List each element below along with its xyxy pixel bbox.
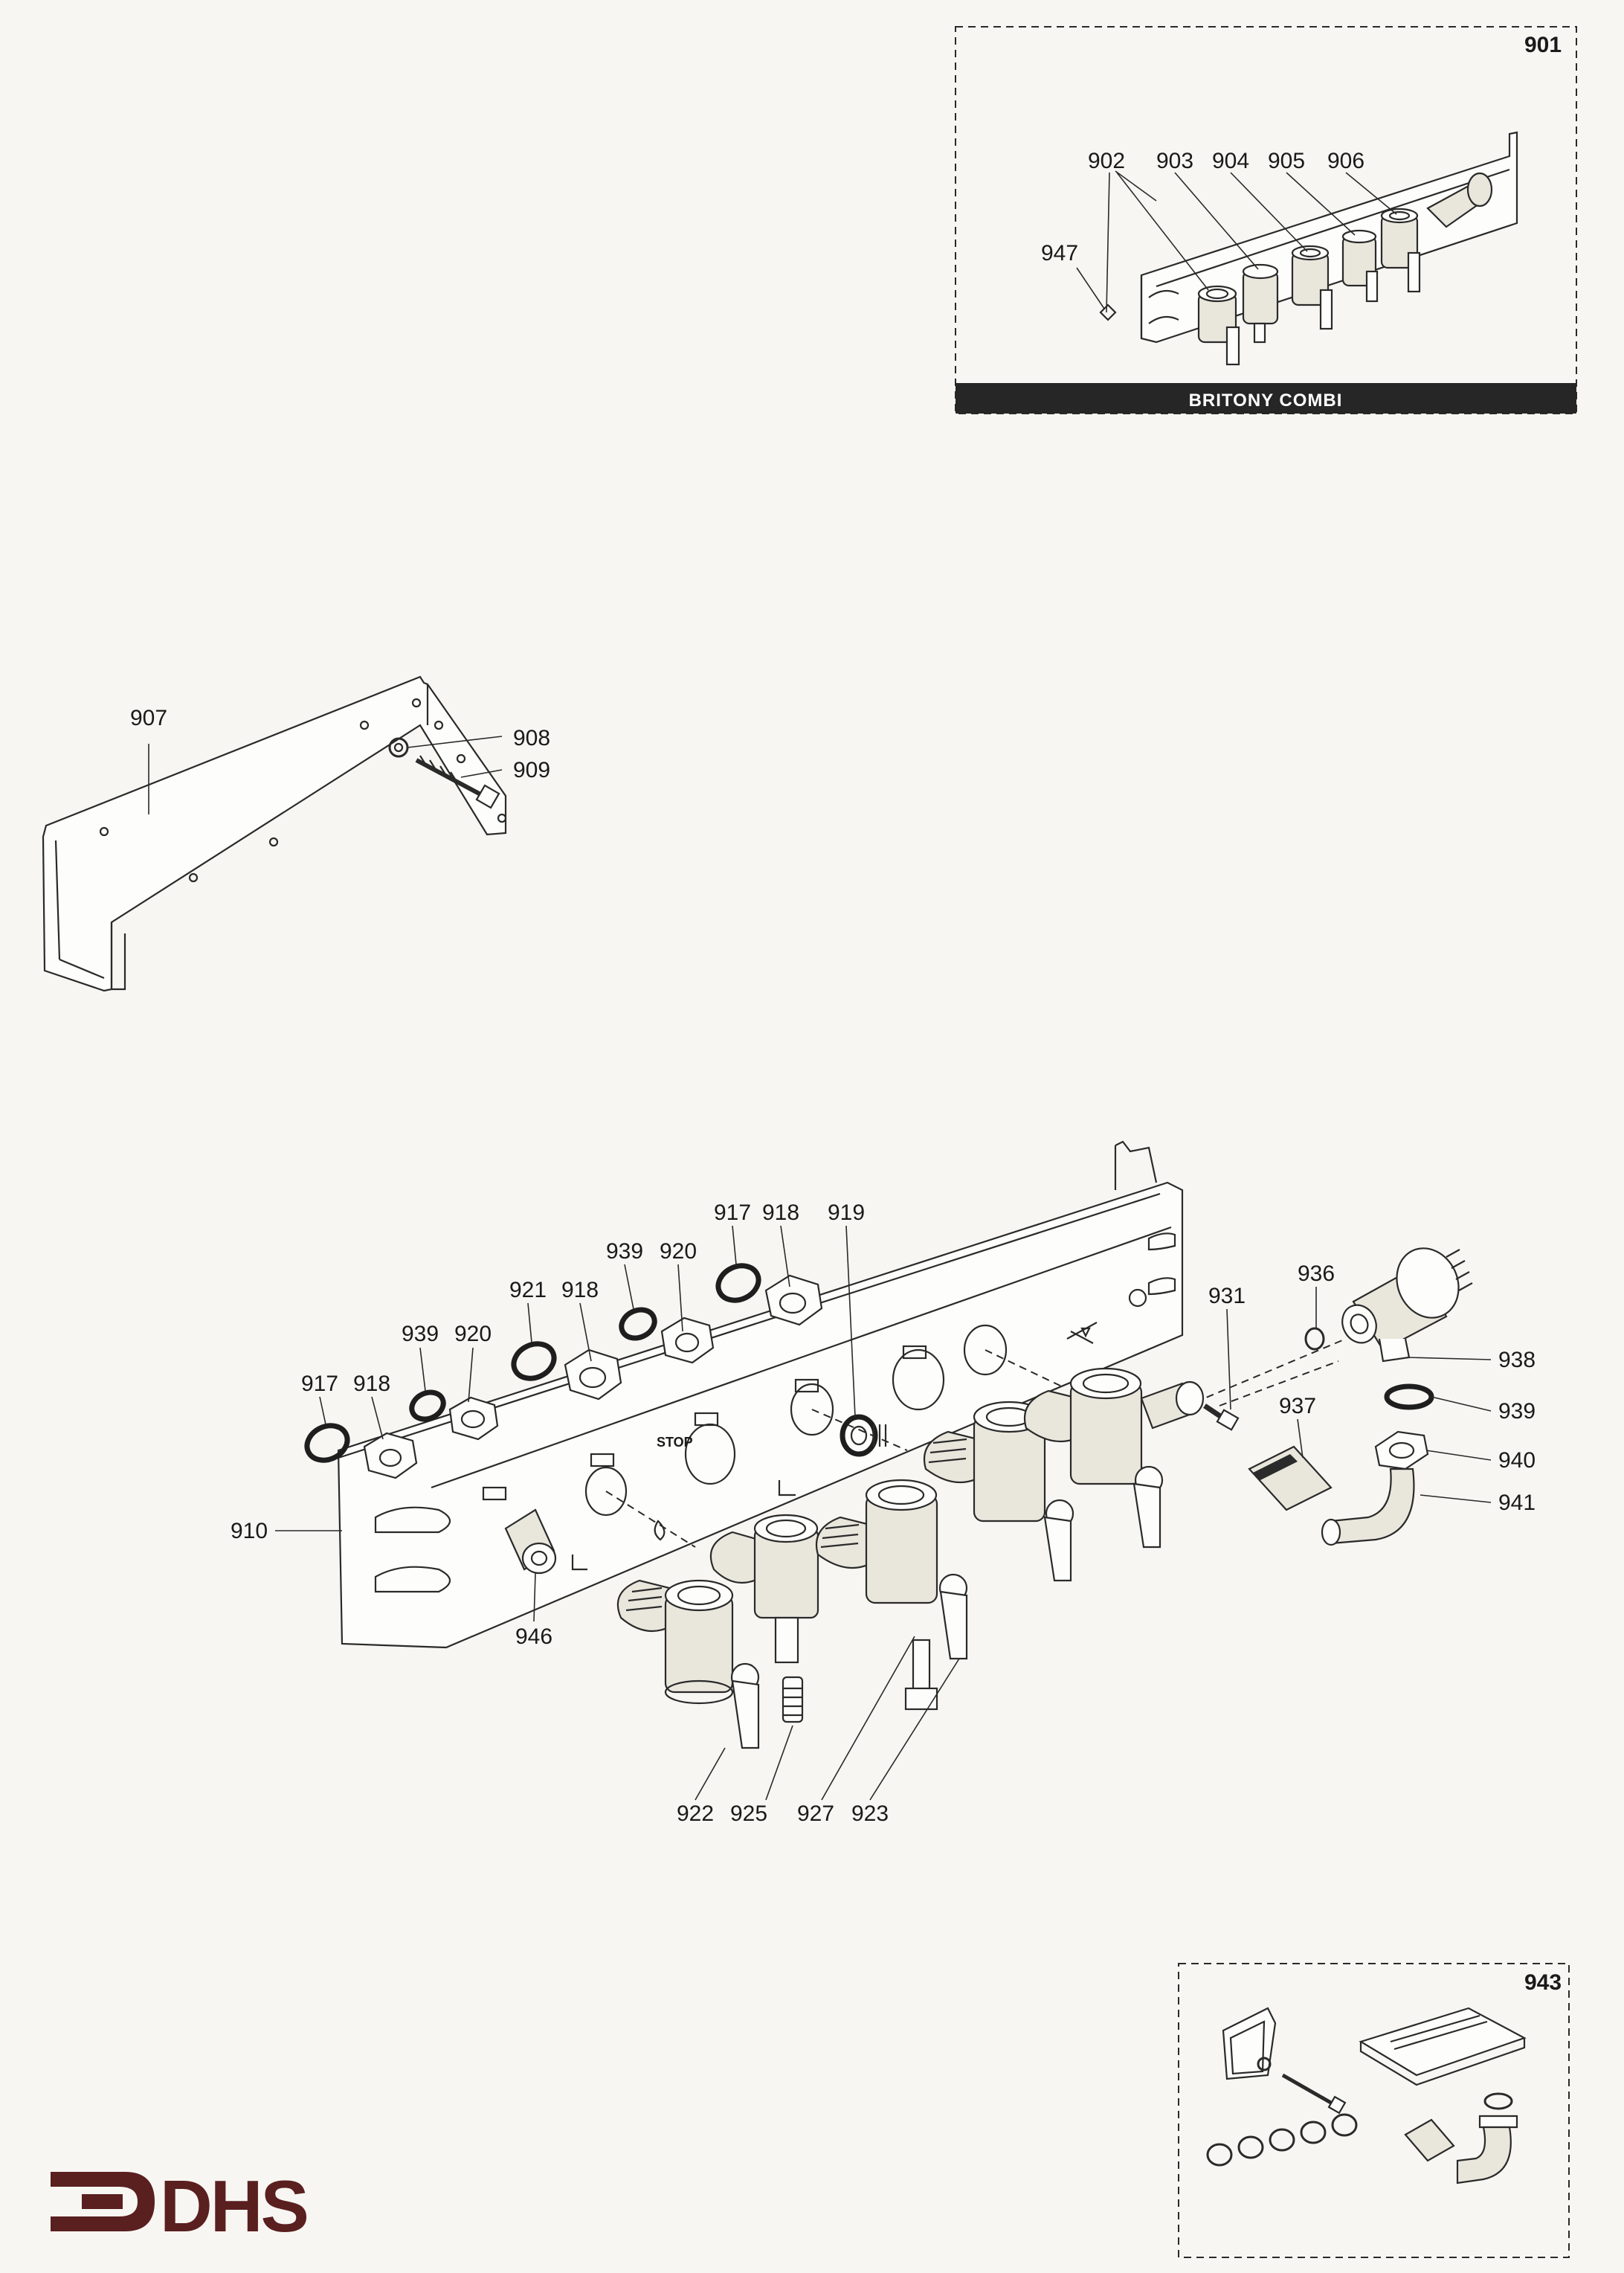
dhs-logo-text: DHS <box>160 2165 307 2247</box>
valve-923 <box>815 1479 968 1660</box>
callout-909: 909 <box>513 758 550 782</box>
mini-pressure-relief <box>1426 172 1493 228</box>
seal-917-left <box>304 1423 350 1463</box>
callout-936: 936 <box>1298 1261 1335 1286</box>
washer-908 <box>388 737 409 758</box>
kit-screw <box>1281 2073 1347 2115</box>
mini-manifold-rail <box>1140 131 1518 344</box>
callout-939-left: 939 <box>402 1322 439 1346</box>
fitting-946 <box>504 1508 557 1575</box>
nut-920-middle <box>660 1316 715 1364</box>
callout-907: 907 <box>130 706 167 730</box>
wall-bracket-907: 907 908 909 <box>42 675 550 992</box>
callout-904: 904 <box>1212 149 1249 173</box>
nut-920-left <box>448 1396 499 1441</box>
screw-931 <box>1203 1404 1240 1431</box>
callout-920-middle: 920 <box>660 1239 697 1264</box>
pin-927 <box>904 1639 938 1711</box>
callout-905: 905 <box>1268 149 1305 173</box>
dhs-logo-mark <box>51 2172 155 2231</box>
callout-921: 921 <box>509 1278 547 1302</box>
callout-931: 931 <box>1208 1284 1246 1308</box>
valve-body-upper <box>709 1514 819 1664</box>
seal-939-left <box>409 1389 446 1422</box>
callout-923: 923 <box>851 1801 889 1826</box>
manifold-assembly: STOP <box>231 1140 1536 1826</box>
filter-919 <box>840 1414 887 1457</box>
callout-918-middle: 918 <box>561 1278 599 1302</box>
caption-bar <box>956 383 1576 414</box>
inset-box-943: 943 <box>1178 1963 1570 2258</box>
kit-elbow <box>1456 2092 1518 2184</box>
mini-valve-902 <box>1197 285 1240 366</box>
callout-903: 903 <box>1156 149 1193 173</box>
nut-918-left <box>363 1432 418 1479</box>
callout-910: 910 <box>231 1519 268 1543</box>
valve-right-b <box>1023 1367 1205 1549</box>
stop-marking: STOP <box>657 1435 693 1450</box>
callout-947: 947 <box>1041 241 1078 266</box>
mini-valve-903 <box>1242 263 1279 344</box>
seal-921 <box>511 1341 557 1381</box>
callout-918-left: 918 <box>353 1372 390 1396</box>
callout-917-right: 917 <box>714 1200 751 1225</box>
callout-940: 940 <box>1498 1448 1536 1473</box>
inset-box-901: 901 BRITONY COMBI <box>955 26 1577 414</box>
nut-918-middle <box>564 1348 622 1401</box>
mini-valve-904 <box>1291 245 1333 330</box>
kit-instruction-booklet <box>1359 2007 1527 2086</box>
seal-939-middle <box>619 1307 657 1341</box>
callout-908: 908 <box>513 726 550 750</box>
pipe-sleeve-937 <box>1248 1445 1333 1511</box>
callout-941: 941 <box>1498 1491 1536 1515</box>
kit-seal-rings <box>1206 2113 1358 2167</box>
relief-valve-938 <box>1341 1247 1473 1363</box>
seal-939-right <box>1384 1383 1434 1410</box>
callout-920-left: 920 <box>454 1322 492 1346</box>
callout-946: 946 <box>515 1624 552 1649</box>
callout-902: 902 <box>1088 149 1125 173</box>
callout-919: 919 <box>828 1200 865 1225</box>
kit-pipe-sleeve <box>1404 2118 1455 2162</box>
callout-938: 938 <box>1498 1348 1536 1372</box>
kit-bracket <box>1222 2007 1277 2080</box>
bleed-screw-925 <box>782 1676 804 1723</box>
mini-valve-906 <box>1380 208 1421 293</box>
callout-939-middle: 939 <box>606 1239 643 1264</box>
box-number-901: 901 <box>1524 33 1562 57</box>
callout-906: 906 <box>1327 149 1364 173</box>
callout-918-right: 918 <box>762 1200 799 1225</box>
union-nut-940 <box>1374 1430 1429 1470</box>
elbow-pipe-941 <box>1321 1467 1415 1546</box>
nut-918-right <box>764 1274 823 1326</box>
callout-917-left: 917 <box>301 1372 338 1396</box>
screw-909 <box>415 755 500 809</box>
callout-925: 925 <box>730 1801 767 1826</box>
valve-922 <box>616 1579 760 1749</box>
callout-927: 927 <box>797 1801 834 1826</box>
seal-936 <box>1304 1327 1325 1351</box>
seal-917-right <box>715 1263 761 1303</box>
callout-939-right: 939 <box>1498 1399 1536 1424</box>
caption-text: BRITONY COMBI <box>1189 390 1343 411</box>
mini-fitting-947 <box>1099 303 1117 321</box>
dhs-logo: DHS <box>51 2165 309 2247</box>
callout-922: 922 <box>677 1801 714 1826</box>
mini-valve-905 <box>1341 229 1379 303</box>
callout-937: 937 <box>1279 1394 1316 1418</box>
box-number-943: 943 <box>1524 1970 1562 1995</box>
